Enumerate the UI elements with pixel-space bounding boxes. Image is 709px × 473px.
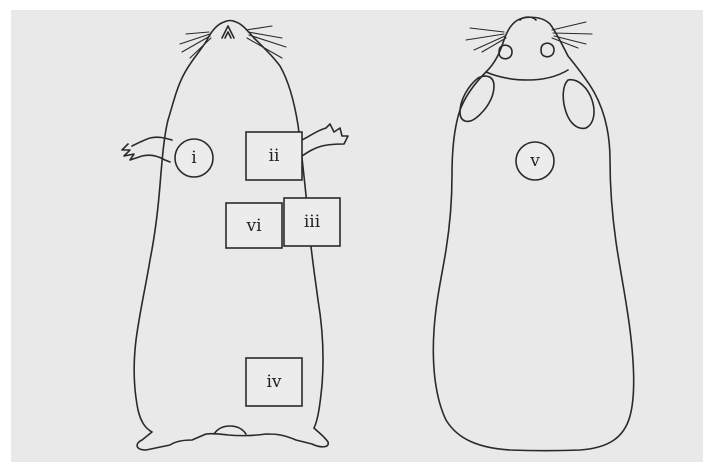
site-vi-label: vi (245, 216, 262, 236)
site-iii: iii (284, 198, 340, 246)
site-iv: iv (246, 358, 302, 406)
site-v: v (516, 142, 554, 180)
site-v-label: v (529, 151, 540, 171)
site-i-label: i (191, 148, 197, 168)
site-iv-label: iv (266, 372, 281, 392)
background-panel (11, 10, 703, 462)
site-iii-label: iii (304, 212, 321, 232)
site-ii-label: ii (269, 146, 280, 166)
site-i: i (175, 139, 213, 177)
site-ii: ii (246, 132, 302, 180)
site-vi: vi (226, 203, 282, 248)
